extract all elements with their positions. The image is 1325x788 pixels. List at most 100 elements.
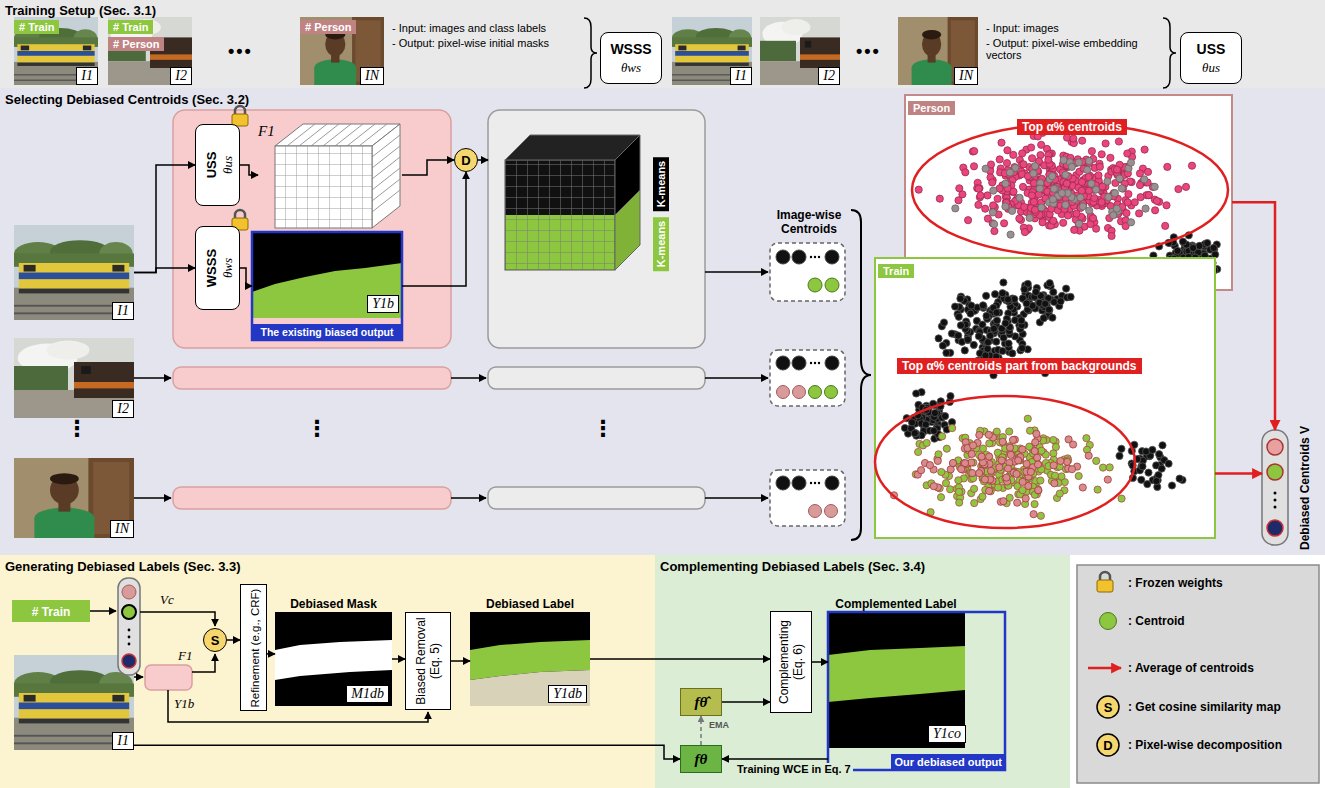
text-slot: Top α% centroids part from backgrounds — [897, 356, 1142, 374]
mask: Debiased LabelY1db — [470, 612, 590, 706]
text-slot: fθ — [695, 750, 708, 768]
text-slot: Debiased Label — [486, 594, 574, 612]
text-slot: I2 — [170, 66, 192, 85]
tsne-panel: TrainTop α% centroids part from backgrou… — [875, 258, 1215, 538]
text-slot: USS — [1197, 40, 1226, 58]
operator-letter: S — [211, 633, 220, 648]
section-band: Complementing Debiased Labels (Sec. 3.4)… — [655, 555, 1070, 788]
mask-name: Y1co — [928, 725, 966, 743]
connector — [1215, 472, 1262, 475]
section-title: Complementing Debiased Labels (Sec. 3.4) — [660, 559, 925, 574]
process-box: Refinement (e.g., CRF) — [240, 584, 267, 711]
group-label: Image-wise Centroids — [768, 208, 850, 236]
io-note: - Output: pixel-wise embedding vectors — [986, 37, 1158, 61]
network-box: fθ̂ — [680, 688, 722, 716]
input-image: I1 — [672, 17, 752, 85]
input-image: IN — [14, 458, 134, 538]
text-slot: I2 — [818, 66, 840, 85]
section-band: Selecting Debiased Centroids (Sec. 3.2) I… — [0, 88, 1325, 555]
input-image: I1 — [14, 225, 134, 320]
ellipsis: ⋮ — [592, 418, 614, 440]
legend-text: : Get cosine similarity map — [1128, 699, 1281, 715]
connector — [134, 165, 195, 273]
photo — [300, 17, 384, 85]
text-slot: Complementing (Eq. 6) — [777, 615, 805, 709]
connector — [134, 268, 195, 273]
input-image: IN — [898, 17, 978, 85]
text-slot: Training Setup (Sec. 3.1) — [5, 1, 156, 19]
text-slot: # Train — [108, 17, 153, 35]
box-label: USS — [1197, 41, 1226, 57]
text-slot: I2 — [112, 399, 134, 418]
class-tag-text: # Train — [32, 605, 71, 619]
text-slot: F1 — [258, 122, 275, 140]
text-slot: θus — [218, 156, 236, 174]
param-label: θus — [220, 156, 236, 174]
mask: Debiased MaskM1db — [275, 612, 392, 706]
box-label: USS — [204, 152, 219, 179]
kmeans-label: K-means — [653, 217, 669, 271]
image-id: IN — [954, 67, 978, 85]
section-band: Generating Debiased Labels (Sec. 3.3) # T… — [0, 555, 655, 788]
text-slot: # Person — [300, 17, 356, 35]
column-heading: Debiased Centroids V — [1298, 425, 1312, 549]
ellipsis: ⋮ — [306, 418, 328, 440]
connector — [240, 165, 258, 175]
text-slot: # Person — [108, 34, 164, 52]
photo — [14, 655, 134, 750]
text-slot: I1 — [730, 66, 752, 85]
class-tag: # Person — [108, 37, 164, 51]
process-box: Complementing (Eq. 6) — [770, 611, 812, 713]
box-label: WSSS — [204, 249, 219, 287]
image-id: IN — [110, 520, 134, 538]
text-slot: D — [461, 151, 470, 169]
text-slot: K-means — [651, 157, 669, 211]
photo — [14, 225, 134, 320]
legend-symbol: S — [1104, 700, 1113, 715]
io-note: - Input: images — [986, 22, 1059, 34]
text-slot: Y1co — [928, 724, 966, 743]
mask: Y1bThe existing biased output — [252, 232, 402, 340]
signal-name: F1 — [178, 648, 192, 664]
ellipsis: ⋮ — [66, 418, 88, 440]
kmeans-panel: K-meansK-means — [488, 110, 705, 348]
param-label: θus — [1202, 60, 1220, 76]
param-label: θws — [220, 258, 236, 278]
callout: Top α% centroids — [1017, 119, 1127, 135]
mask-name: Y1db — [548, 685, 587, 703]
connector — [590, 658, 770, 660]
text-slot: I1 — [112, 731, 134, 750]
text-slot: Selecting Debiased Centroids (Sec. 3.2) — [5, 90, 249, 108]
legend-text: : Pixel-wise decomposition — [1128, 737, 1282, 753]
text-slot: Debiased Mask — [290, 594, 377, 612]
image-id: I1 — [730, 67, 752, 85]
connector — [478, 159, 488, 161]
connector — [722, 758, 828, 760]
operator-circle: S — [203, 628, 227, 652]
output-tag: The existing biased output — [252, 324, 402, 340]
text-slot: IN — [360, 66, 384, 85]
text-slot: Y1db — [548, 684, 587, 703]
network-box: USS θus — [1180, 32, 1242, 84]
text-slot: # Train — [14, 17, 59, 35]
photo — [672, 17, 752, 85]
connector — [134, 745, 680, 759]
text-slot: I1 — [76, 66, 98, 85]
text-slot: Complementing Debiased Labels (Sec. 3.4) — [660, 557, 925, 575]
mask-heading: Debiased Mask — [290, 597, 377, 611]
text-slot: # Train — [32, 602, 71, 620]
connector — [722, 701, 770, 703]
text-slot: WSSS — [202, 249, 220, 287]
network-name: fθ — [695, 751, 708, 768]
kmeans-label: K-means — [653, 157, 669, 211]
connector — [267, 653, 275, 655]
process-box: Biased Removal (Eq. 5) — [405, 612, 451, 710]
image-id: I1 — [76, 67, 98, 85]
section-title: Generating Debiased Labels (Sec. 3.3) — [5, 559, 241, 574]
callout: Top α% centroids part from backgrounds — [897, 358, 1142, 374]
ellipsis: ••• — [228, 42, 253, 60]
io-note: - Output: pixel-wise initial masks — [392, 37, 549, 49]
legend-text: : Frozen weights — [1128, 575, 1223, 591]
